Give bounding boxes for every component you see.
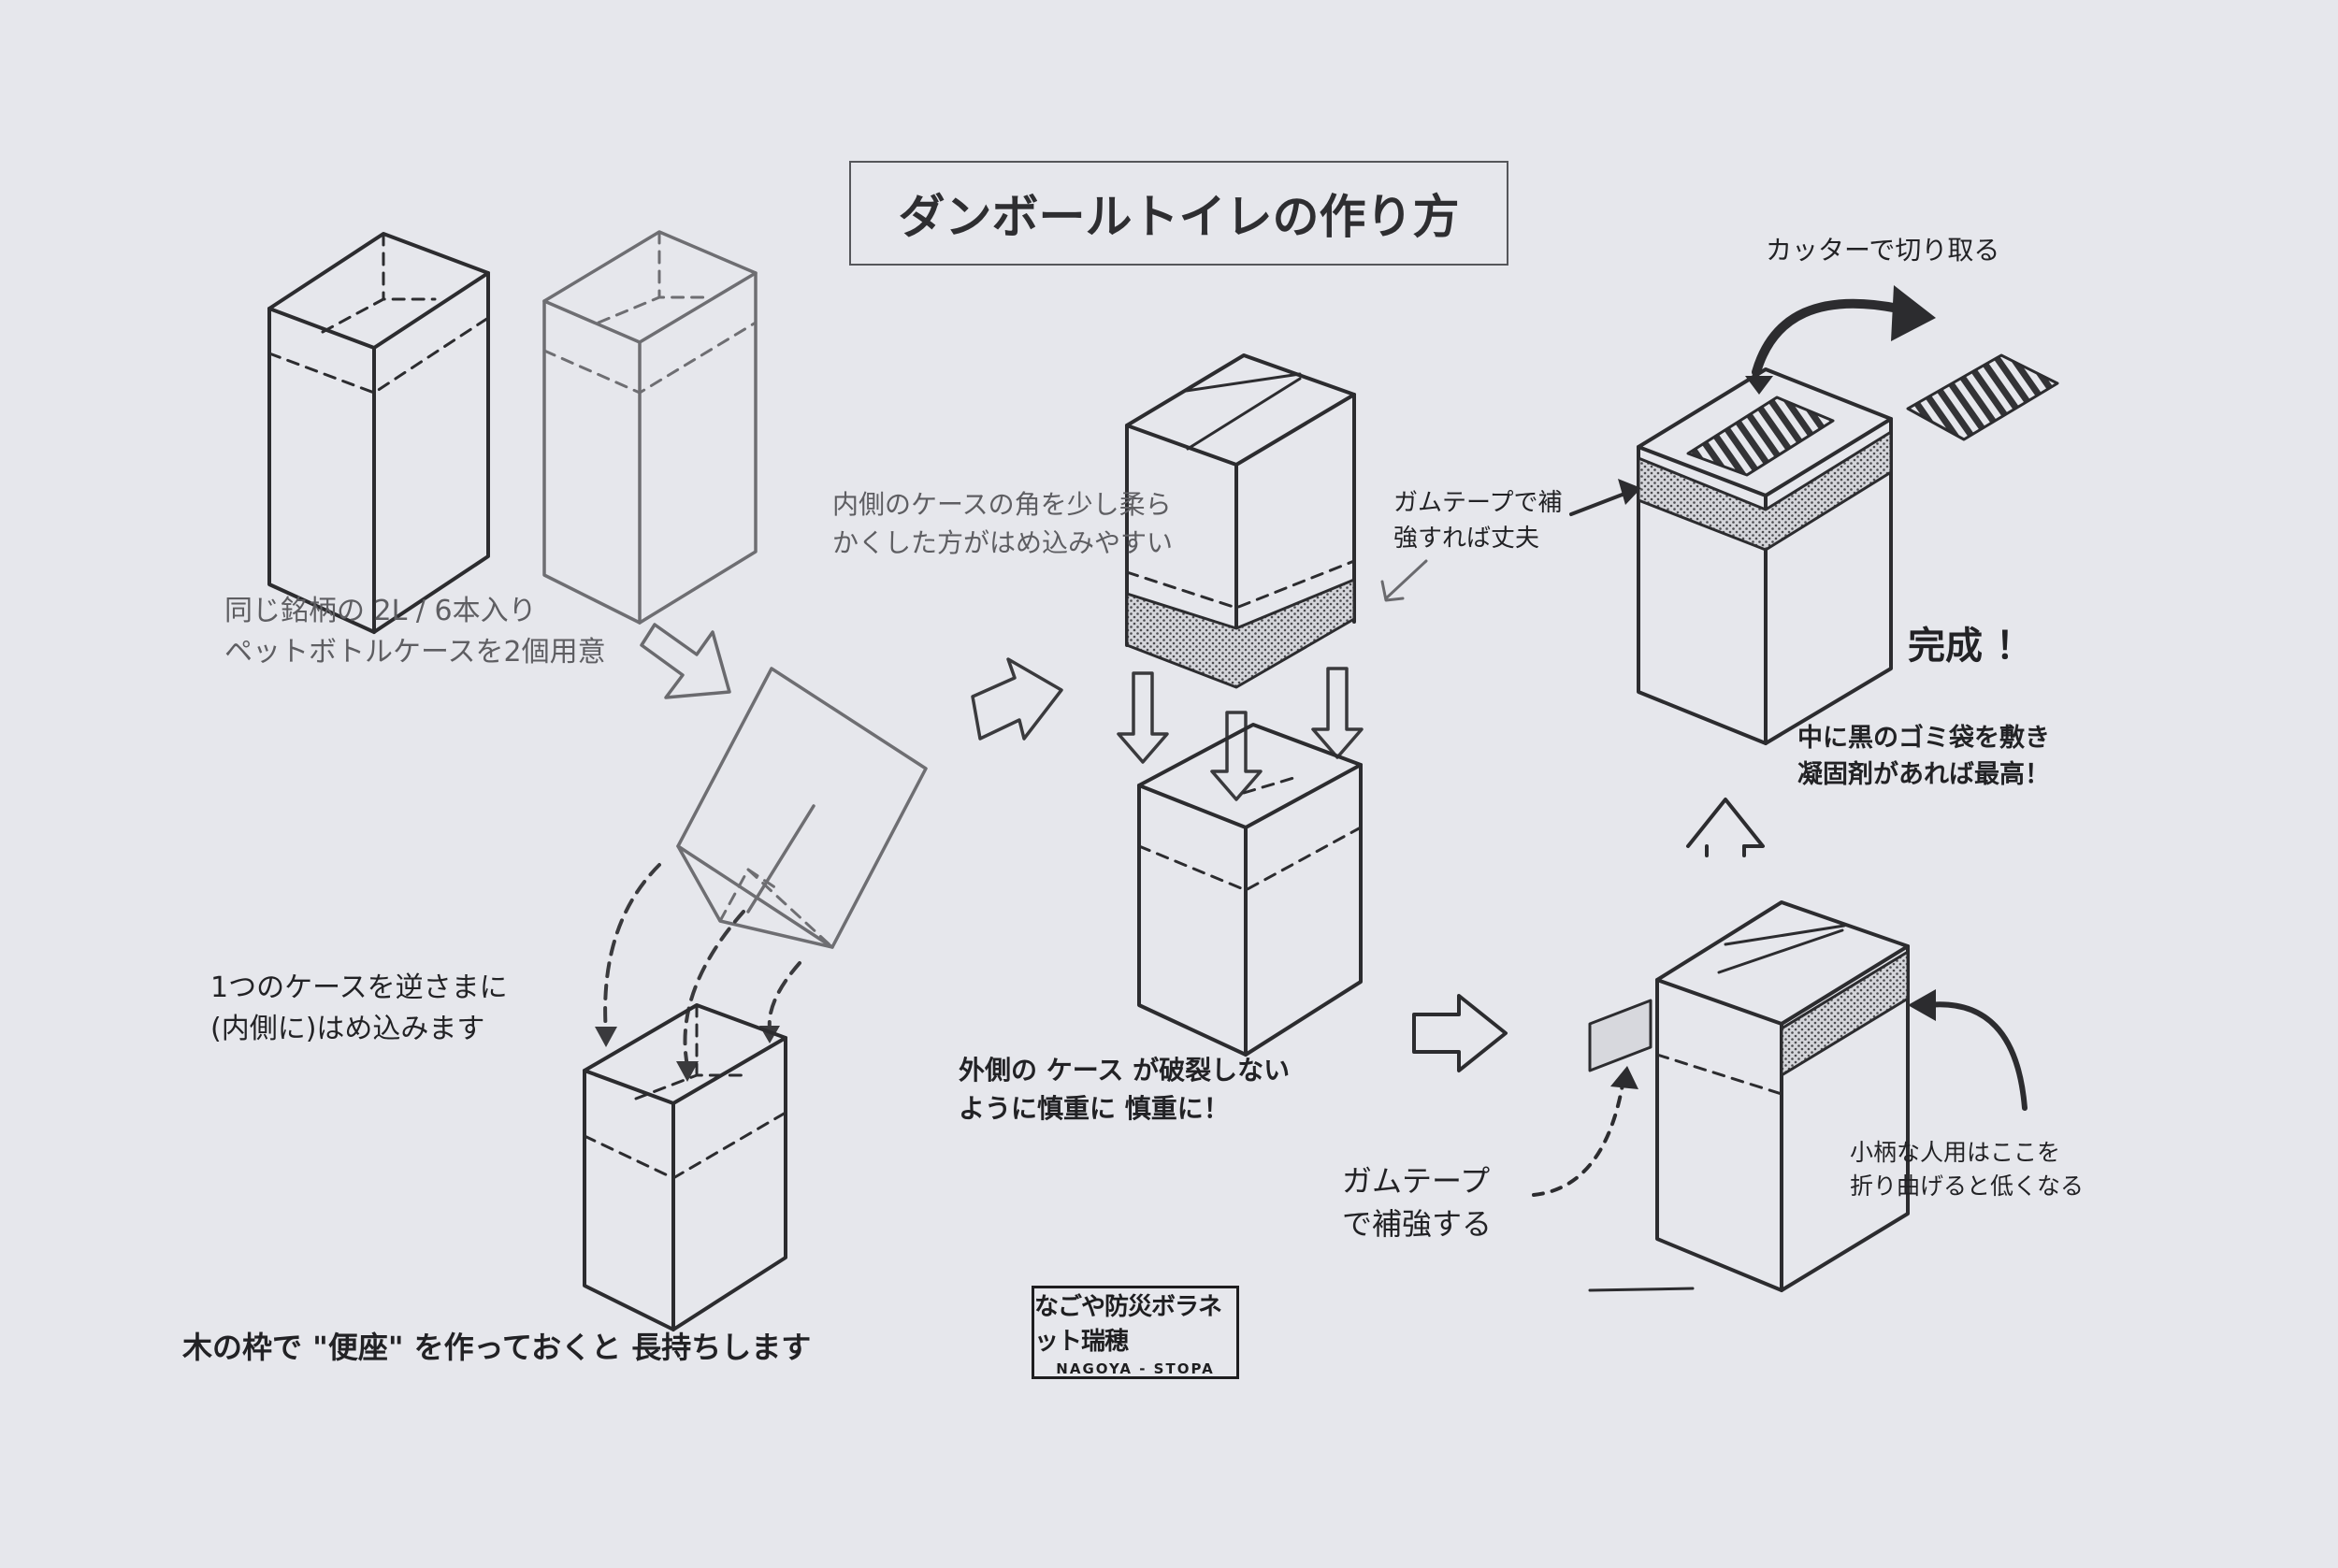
- label-tape-reinforce: ガムテープ で補強する: [1342, 1163, 1493, 1243]
- fold-arrow: [1924, 1001, 2028, 1111]
- label-done-tip: 中に黒のゴミ袋を敷き 凝固剤があれば最高！: [1797, 724, 2050, 790]
- arrow-down-right: [640, 623, 731, 699]
- cut-piece: [1906, 353, 2059, 441]
- box-f: [1655, 900, 1910, 1292]
- box-b: [542, 230, 758, 625]
- box-g-tape: [1637, 430, 1893, 552]
- label-careful: 外側の ケース が破裂しない ように慎重に 慎重に！: [959, 1055, 1291, 1124]
- box-g-cutout: [1686, 396, 1835, 477]
- arrow-up: [1686, 798, 1765, 855]
- label-done: 完成 ！: [1908, 625, 2033, 668]
- title-box: ダンボールトイレの作り方: [849, 161, 1508, 266]
- dashed-arrow-tape: [1532, 1083, 1624, 1197]
- dashed-arrows-into-box: [603, 863, 801, 1068]
- arrow-right-1: [971, 657, 1063, 741]
- tape-pointer-arrow: [1569, 489, 1634, 516]
- label-cutter: カッターで切り取る: [1766, 235, 2000, 266]
- box-a: [267, 232, 490, 634]
- label-bottom-tip: 木の枠で "便座" を作っておくと 長持ちします: [182, 1330, 812, 1365]
- small-arrow: [1384, 559, 1428, 600]
- label-tape-strong: ガムテープで補 強すれば丈夫: [1393, 489, 1563, 553]
- label-step2: 1つのケースを逆さまに (内側に)はめ込みます: [210, 971, 508, 1045]
- arrow-right-2: [1412, 994, 1508, 1072]
- box-f-tape: [1780, 950, 1910, 1077]
- stamp-sub: NAGOYA - STOPA: [1056, 1360, 1215, 1377]
- cutter-arrow: [1752, 298, 1903, 377]
- box-d-tape: [1125, 578, 1356, 689]
- box-g: [1637, 367, 1893, 745]
- label-fold-tip: 小柄な人用はここを 折り曲げると低くなる: [1850, 1139, 2085, 1201]
- down-arrows: [1117, 667, 1364, 801]
- label-step1: 同じ銘柄の 2L / 6本入り ペットボトルケースを2個用意: [224, 595, 606, 669]
- box-e: [1137, 723, 1363, 1057]
- label-inner-tip: 内側のケースの角を少し柔ら かくした方がはめ込みやすい: [832, 489, 1174, 558]
- tape-strip: [1588, 999, 1652, 1072]
- org-stamp: なごや防災ボラネット瑞穂 NAGOYA - STOPA: [1032, 1286, 1239, 1379]
- page-title: ダンボールトイレの作り方: [898, 190, 1460, 244]
- box-c: [583, 1003, 787, 1331]
- tilted-box: [676, 667, 928, 949]
- stamp-name: なごや防災ボラネット瑞穂: [1034, 1293, 1222, 1356]
